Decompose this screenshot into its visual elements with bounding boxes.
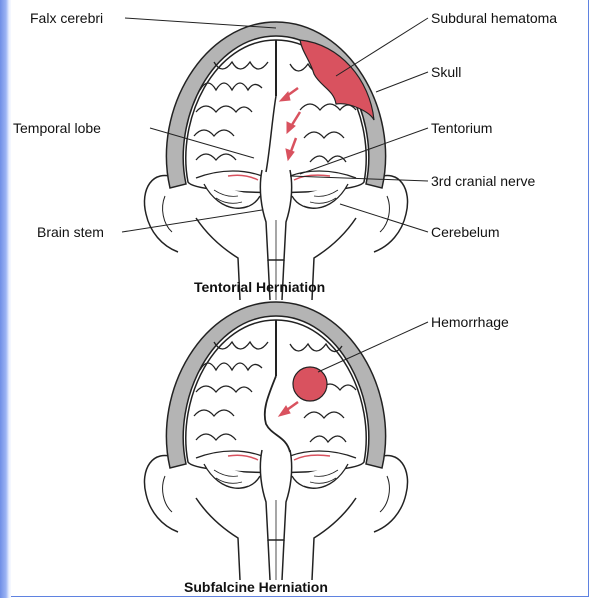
label-tentorium: Tentorium xyxy=(431,120,492,136)
label-falx-cerebri: Falx cerebri xyxy=(30,10,103,26)
label-hemorrhage: Hemorrhage xyxy=(431,314,509,330)
hemorrhage-shape xyxy=(293,367,327,401)
label-third-cranial-nerve: 3rd cranial nerve xyxy=(431,173,535,189)
label-subdural-hematoma: Subdural hematoma xyxy=(431,10,557,26)
label-cerebelum: Cerebelum xyxy=(431,224,499,240)
caption-tentorial-herniation: Tentorial Herniation xyxy=(194,279,325,295)
label-skull: Skull xyxy=(431,64,461,80)
caption-subfalcine-herniation: Subfalcine Herniation xyxy=(184,579,328,595)
label-brain-stem: Brain stem xyxy=(37,224,104,240)
subfalcine-herniation-illustration xyxy=(144,302,407,580)
tentorial-herniation-illustration xyxy=(144,22,407,300)
label-temporal-lobe: Temporal lobe xyxy=(13,120,101,136)
